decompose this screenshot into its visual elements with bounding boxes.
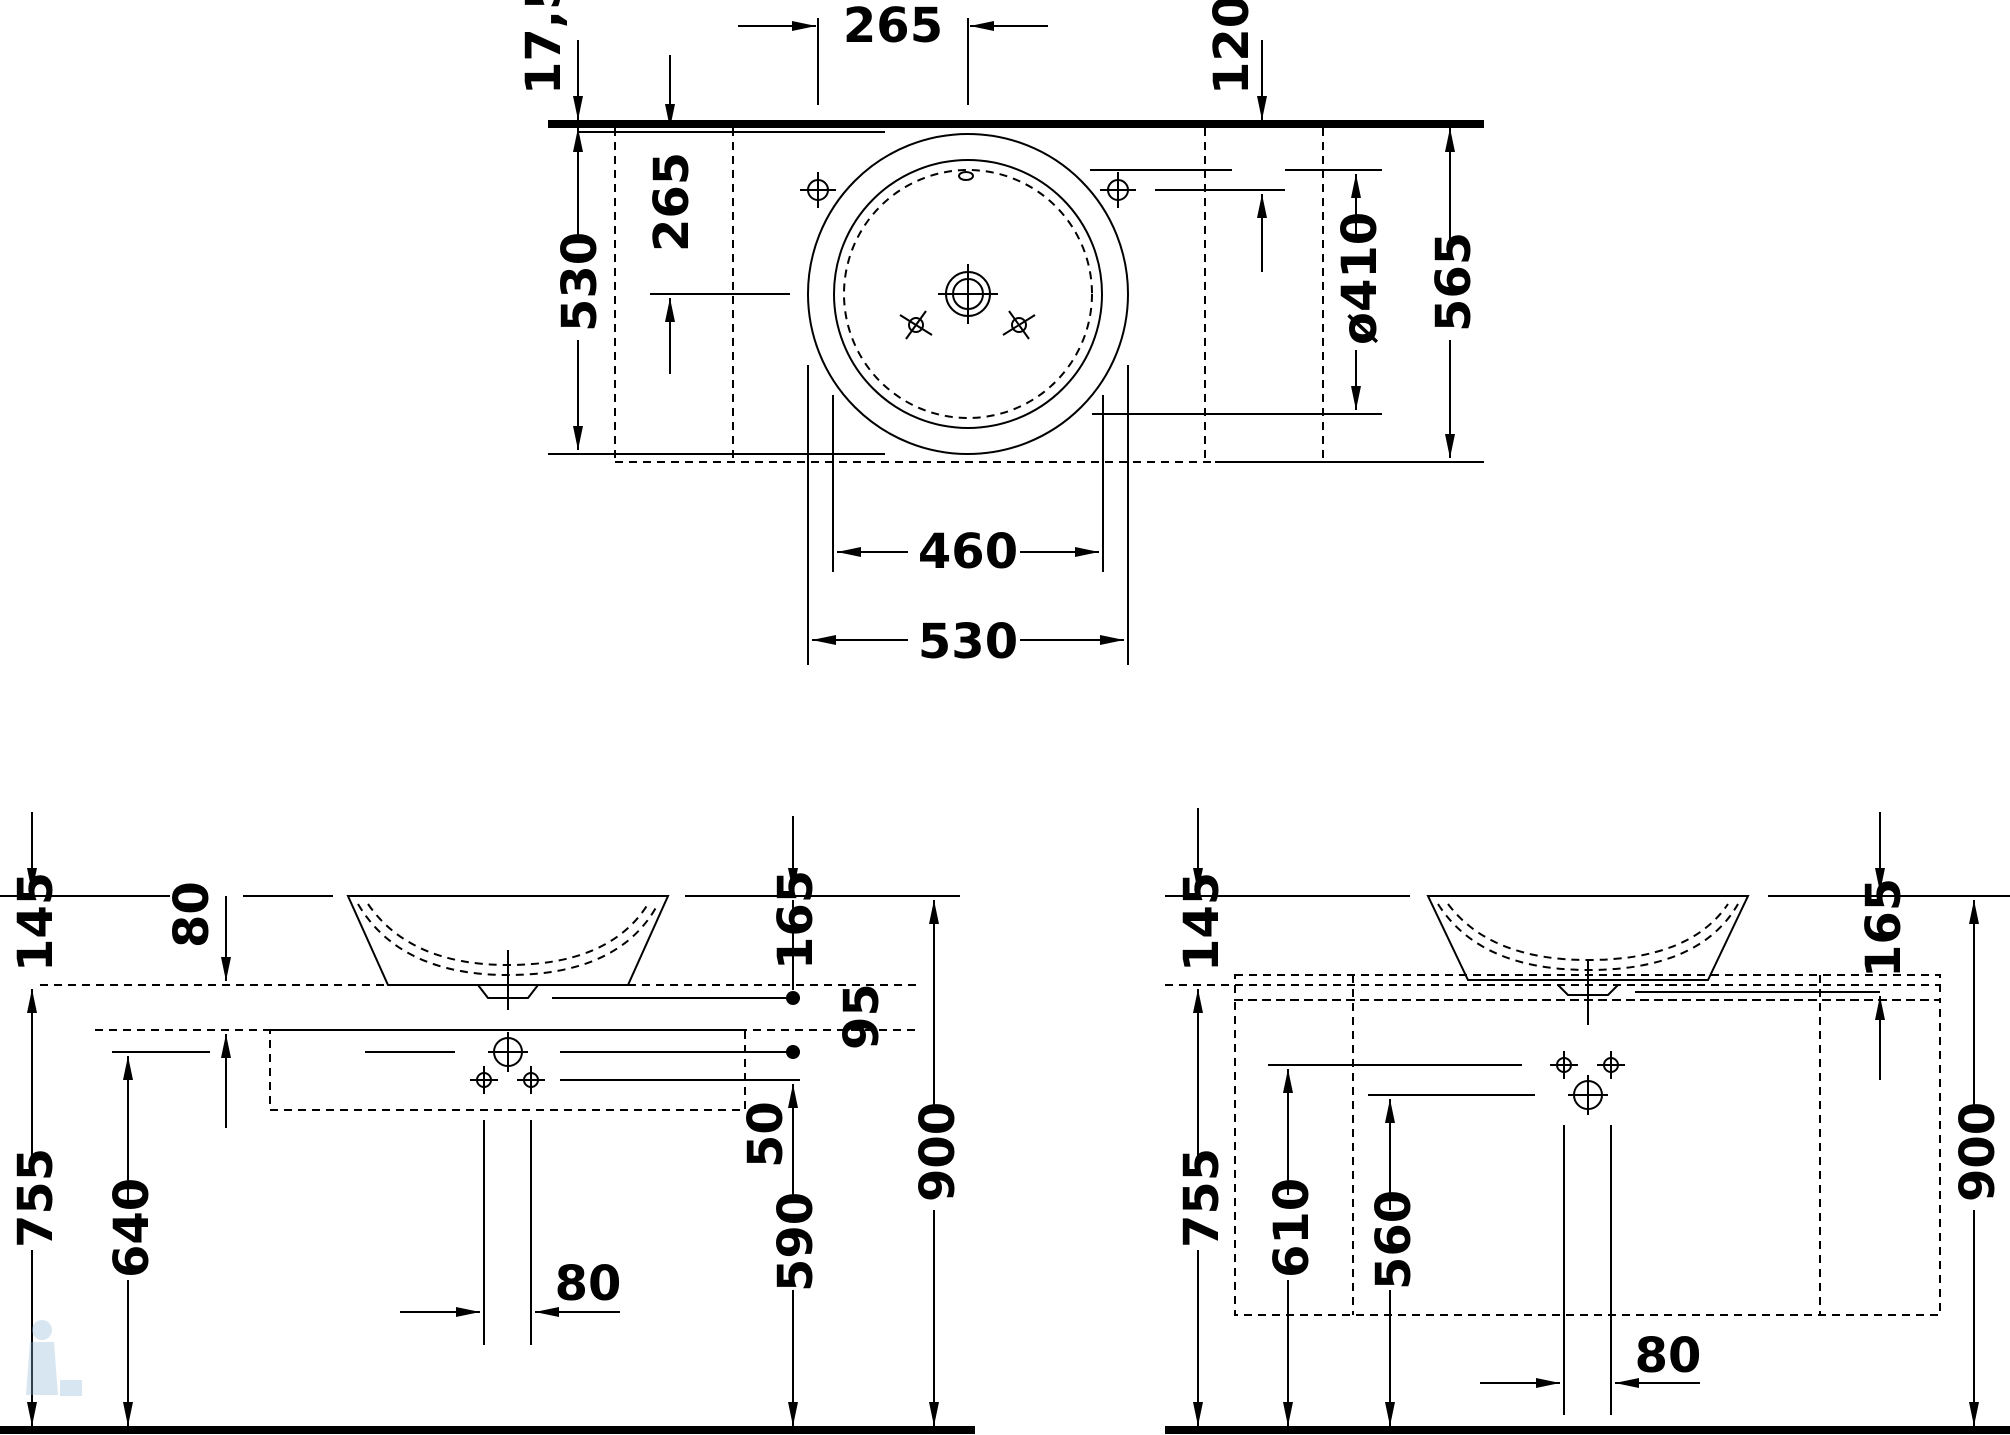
fixing-hole-icon bbox=[1100, 172, 1136, 208]
dim-80-horizontal: 80 bbox=[1635, 1328, 1702, 1384]
side-view-right: 145 165 755 610 560 80 900 bbox=[1165, 808, 2010, 1434]
dim-755: 755 bbox=[1174, 1148, 1230, 1248]
dim-565: 565 bbox=[1426, 232, 1482, 332]
dim-610: 610 bbox=[1264, 1178, 1320, 1278]
dim-top-265: 265 bbox=[843, 0, 943, 54]
dim-900: 900 bbox=[1950, 1102, 2006, 1202]
dim-560: 560 bbox=[1366, 1190, 1422, 1290]
valve-hole-icon bbox=[517, 1066, 545, 1094]
outlet-hole-icon bbox=[1568, 1075, 1608, 1115]
dim-755: 755 bbox=[8, 1148, 64, 1248]
dim-530-horizontal: 530 bbox=[918, 614, 1018, 670]
valve-hole-icon bbox=[1597, 1051, 1625, 1079]
basin-outer-rim bbox=[807, 133, 1129, 455]
dim-120: 120 bbox=[1204, 0, 1260, 95]
basin-bowl bbox=[843, 169, 1093, 419]
watermark-figure bbox=[26, 1320, 82, 1396]
valve-hole-icon bbox=[470, 1066, 498, 1094]
dim-145: 145 bbox=[8, 872, 64, 972]
tap-hole-icon bbox=[899, 310, 933, 340]
tap-hole-icon bbox=[1002, 310, 1036, 340]
dim-530-vertical: 530 bbox=[552, 232, 608, 332]
overflow-hole bbox=[958, 171, 974, 181]
fixing-hole-icon bbox=[800, 172, 836, 208]
outlet-hole-icon bbox=[488, 1032, 528, 1072]
dim-95: 95 bbox=[834, 983, 890, 1050]
dim-265-vertical: 265 bbox=[644, 152, 700, 252]
side-view-left: 145 80 165 95 50 755 640 80 590 900 bbox=[0, 812, 975, 1434]
vanity-dash bbox=[269, 1029, 746, 1111]
dim-80-horizontal: 80 bbox=[555, 1256, 622, 1312]
dim-80-vertical: 80 bbox=[164, 881, 220, 948]
dim-50: 50 bbox=[738, 1101, 794, 1168]
dim-145: 145 bbox=[1174, 872, 1230, 972]
dim-900: 900 bbox=[910, 1102, 966, 1202]
dim-640: 640 bbox=[104, 1178, 160, 1278]
dim-590: 590 bbox=[768, 1192, 824, 1292]
vanity-dash bbox=[1234, 999, 1941, 1316]
dim-460: 460 bbox=[918, 524, 1018, 580]
dim-165: 165 bbox=[1856, 878, 1912, 978]
plan-view: 265 17,5 120 265 530 ø410 565 bbox=[516, 0, 1484, 670]
valve-hole-icon bbox=[1550, 1051, 1578, 1079]
basin-inner-rim bbox=[833, 159, 1103, 429]
dim-diameter: ø410 bbox=[1332, 212, 1388, 345]
dim-165: 165 bbox=[768, 870, 824, 970]
dim-17-5: 17,5 bbox=[516, 0, 572, 95]
basin-profile bbox=[1426, 895, 1750, 981]
